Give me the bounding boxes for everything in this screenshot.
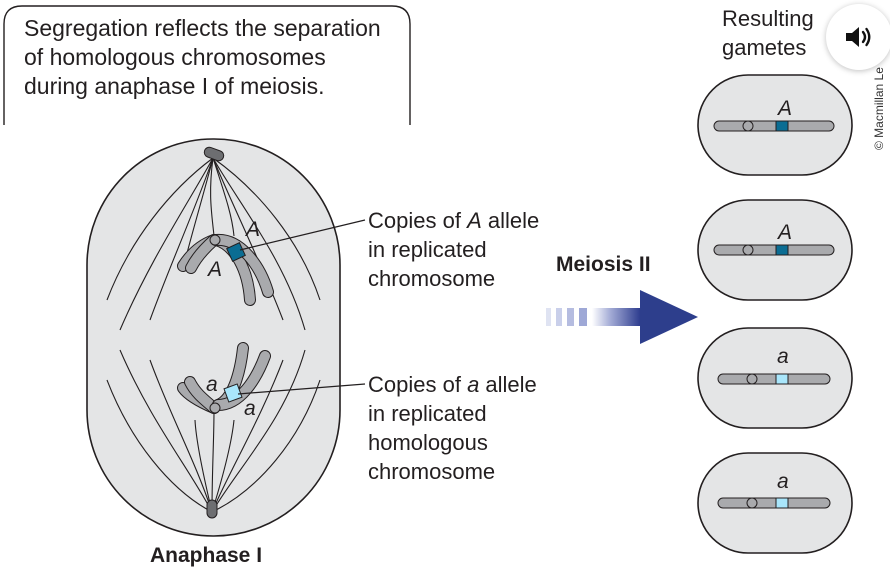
allele-a-suffix: allele <box>479 372 537 397</box>
caption-box <box>3 5 411 125</box>
meiosis-arrow <box>546 290 698 344</box>
caption-line-3: during anaphase I of meiosis. <box>24 73 325 99</box>
allele-a-description: Copies of a allele in replicated homolog… <box>368 370 537 486</box>
centromere-upper <box>209 234 221 246</box>
allele-letter-upper-2: A <box>206 258 222 281</box>
allele-A-line-2: in replicated <box>368 237 487 262</box>
gamete-2-allele: A <box>776 221 792 244</box>
gamete-2: A <box>697 199 853 301</box>
allele-letter-lower-2: a <box>244 397 256 420</box>
centrosome-top <box>203 146 225 162</box>
gamete-4: a <box>697 452 853 554</box>
allele-A-suffix: allele <box>481 208 540 233</box>
speaker-icon <box>846 27 871 47</box>
gamete-4-allele: a <box>777 470 789 493</box>
allele-A-description: Copies of A allele in replicated chromos… <box>368 206 539 293</box>
caption-line-1: Segregation reflects the separation <box>24 15 381 41</box>
allele-a-band <box>223 383 243 403</box>
gamete-3: a <box>697 327 853 429</box>
allele-a-line-2: in replicated <box>368 401 487 426</box>
allele-a-prefix: Copies of <box>368 372 468 397</box>
allele-A-prefix: Copies of <box>368 208 468 233</box>
leader-line-a <box>237 383 366 395</box>
allele-a-symbol: a <box>467 372 480 397</box>
meiosis-ii-label: Meiosis II <box>556 253 651 276</box>
copyright-notice: © Macmillan Le <box>872 67 886 150</box>
audio-button[interactable] <box>826 4 890 70</box>
allele-A-symbol: A <box>467 208 482 233</box>
resulting-gametes-heading: Resulting gametes <box>722 4 832 62</box>
anaphase-i-label: Anaphase I <box>150 544 263 567</box>
caption-text: Segregation reflects the separation of h… <box>24 14 404 101</box>
gamete-1: A <box>697 74 853 176</box>
gamete-3-allele: a <box>777 345 789 368</box>
allele-letter-lower-1: a <box>206 373 218 396</box>
allele-a-line-3: homologous <box>368 430 488 455</box>
allele-letter-upper-1: A <box>244 218 260 241</box>
cell-membrane <box>86 138 341 537</box>
centrosome-bottom <box>206 499 218 519</box>
gamete-1-allele: A <box>776 97 792 120</box>
centromere-lower <box>209 402 221 414</box>
gametes-heading-line-2: gametes <box>722 35 807 60</box>
leader-line-A <box>239 219 366 251</box>
gametes-heading-line-1: Resulting <box>722 6 814 31</box>
allele-A-line-3: chromosome <box>368 266 496 291</box>
spindle-fibers <box>106 157 321 513</box>
allele-a-line-4: chromosome <box>368 459 496 484</box>
caption-line-2: of homologous chromosomes <box>24 44 326 70</box>
